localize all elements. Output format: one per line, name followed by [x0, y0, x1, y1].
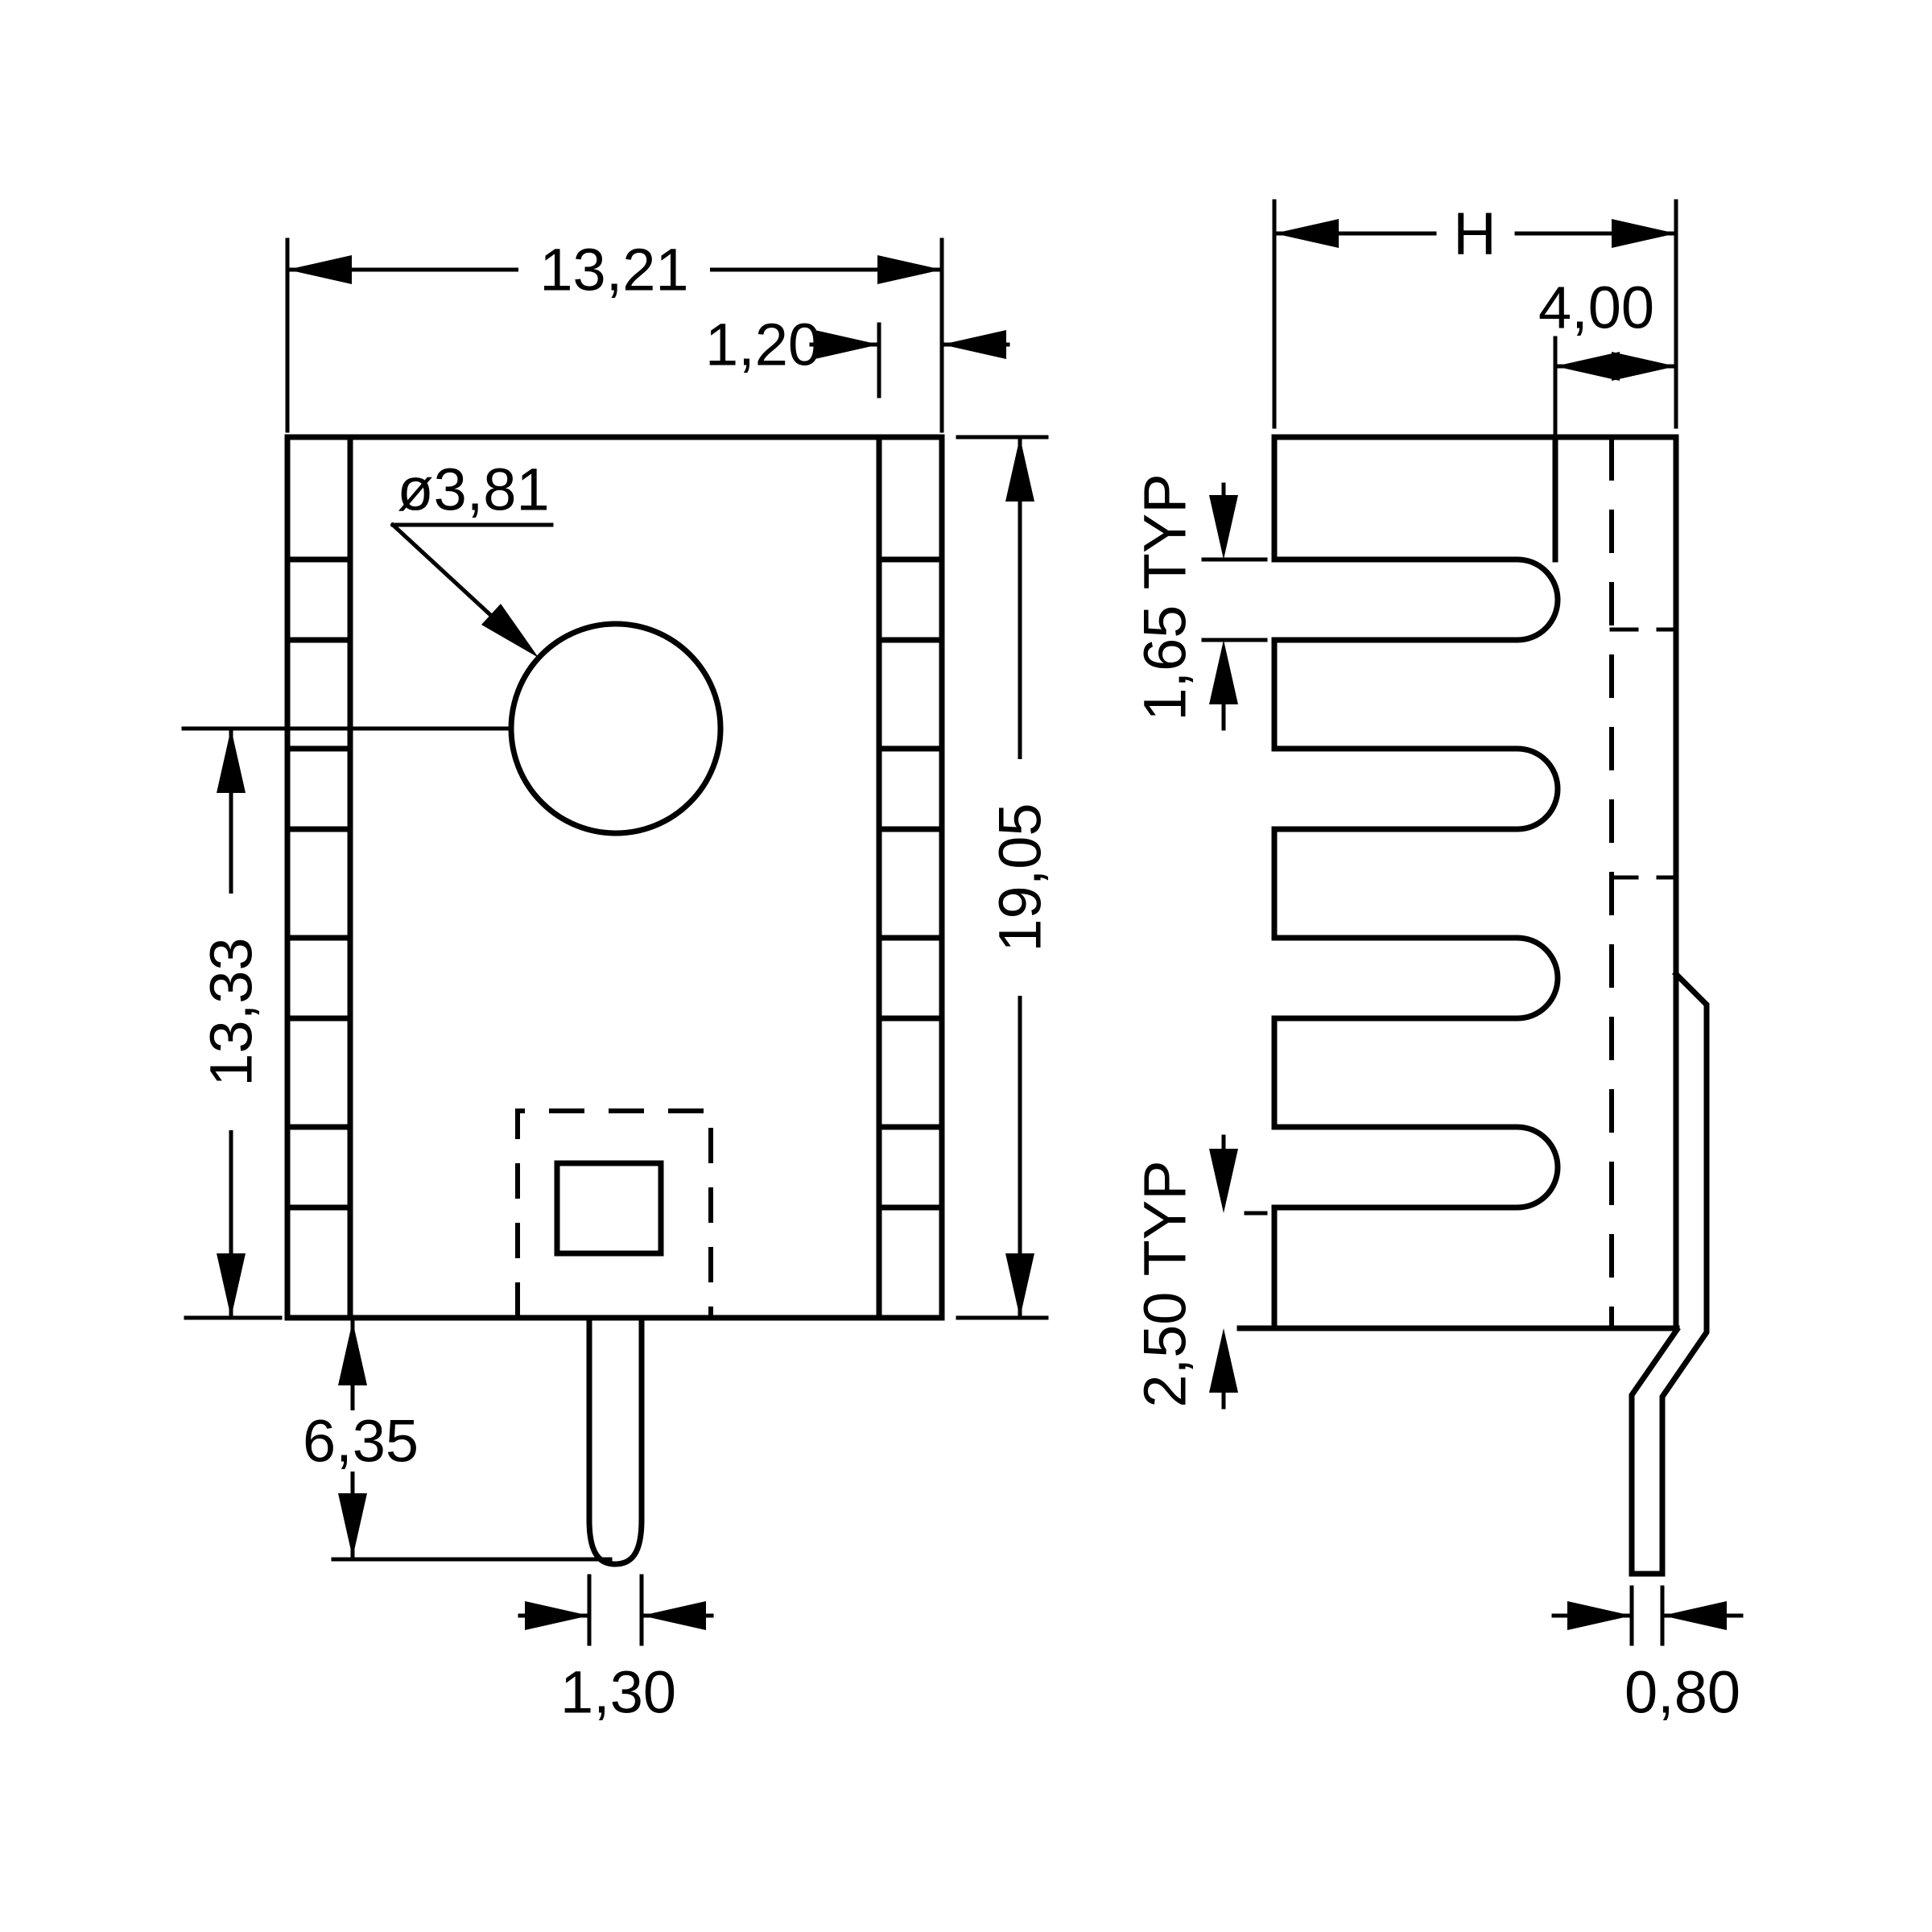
side-view: H 4,00 1,65 TYP 2,50 TYP 0,8	[1132, 199, 1744, 1726]
dim-label-hole-diameter: ø3,81	[397, 456, 549, 523]
dim-front-edge-strip: 1,20	[705, 312, 1010, 398]
dim-side-slot-width: 1,65 TYP	[1132, 473, 1268, 731]
side-break-ticks	[1609, 627, 1678, 880]
front-mounting-hole	[508, 621, 724, 836]
dim-label-base-depth: 4,00	[1538, 275, 1654, 341]
side-solder-tab	[1629, 970, 1710, 1577]
dim-label-depth: H	[1453, 200, 1496, 267]
dim-front-pin-protrusion: 6,35	[282, 1319, 613, 1562]
dim-label-tab-thickness: 0,80	[1624, 1659, 1740, 1726]
dim-front-overall-height: 19,05	[956, 435, 1054, 1320]
dim-label-slot-width: 1,65 TYP	[1132, 473, 1199, 720]
front-view: 13,21 1,20 ø3,81 19,05	[181, 237, 1054, 1726]
dim-label-fin-pitch: 2,50 TYP	[1132, 1160, 1199, 1407]
front-edge-strip-lines	[347, 434, 882, 1321]
front-component-footprint-dashed	[515, 1108, 713, 1318]
dim-front-hole-position: 13,33	[184, 726, 283, 1320]
dim-side-base-depth: 4,00	[1538, 275, 1678, 440]
dim-label-width: 13,21	[539, 237, 688, 303]
dim-side-fin-pitch: 2,50 TYP	[1132, 1134, 1268, 1410]
dim-side-tab-thickness: 0,80	[1551, 1585, 1744, 1726]
dim-front-hole-diameter: ø3,81	[390, 456, 554, 658]
side-fin-slots	[1271, 556, 1561, 1211]
dim-front-pin-width: 1,30	[518, 1574, 714, 1726]
dim-front-overall-width: 13,21	[285, 237, 944, 433]
dim-label-hole-position: 13,33	[198, 937, 265, 1086]
front-body-outline	[284, 434, 945, 1321]
dim-side-overall-depth: H	[1272, 199, 1678, 429]
side-body-outline	[1236, 434, 1680, 1331]
front-solder-pin	[586, 1315, 645, 1567]
dim-label-edge-strip: 1,20	[705, 312, 821, 378]
dim-label-height: 19,05	[987, 803, 1054, 952]
dim-label-pin-protrusion: 6,35	[303, 1408, 419, 1475]
front-tab-hole	[554, 1160, 664, 1257]
front-fin-ticks-left	[284, 556, 353, 1211]
front-fin-ticks-right	[876, 556, 945, 1211]
dim-label-pin-width: 1,30	[560, 1659, 676, 1726]
